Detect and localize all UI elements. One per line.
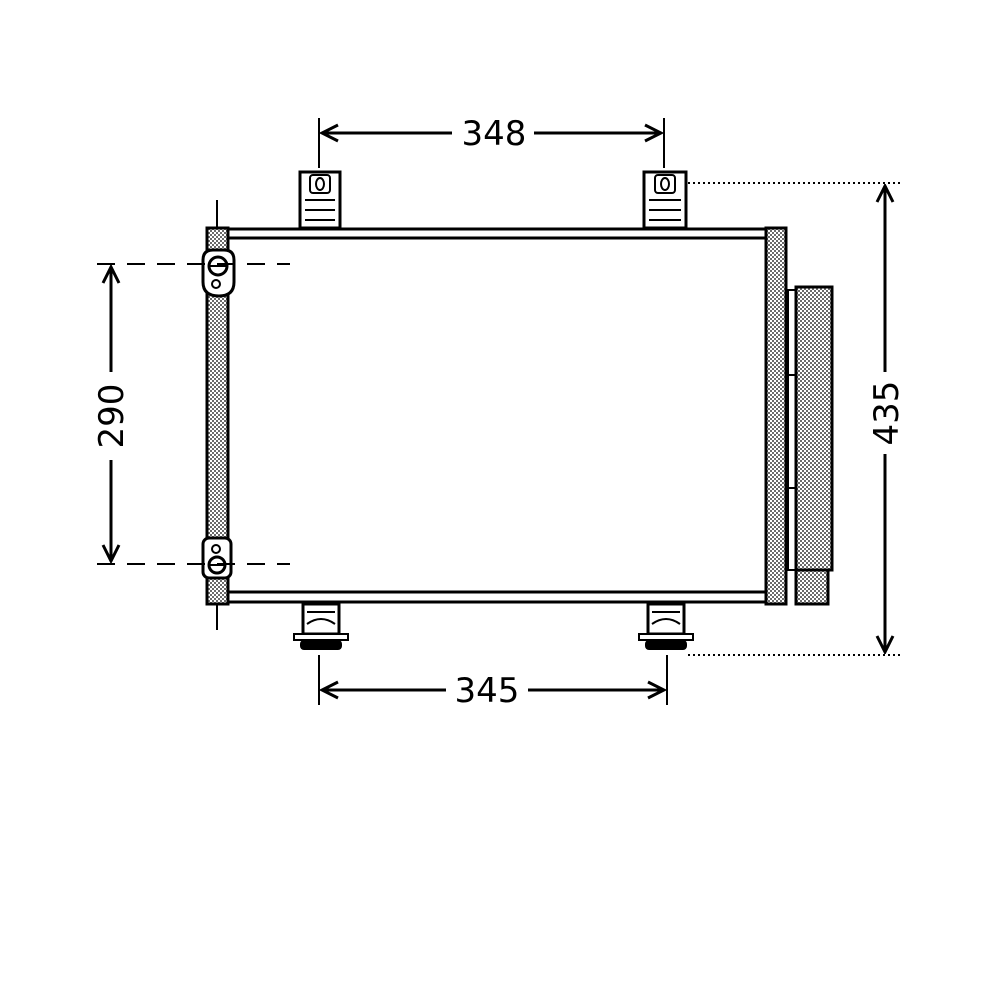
condenser-core (226, 227, 768, 604)
right-height-label: 435 (867, 381, 907, 446)
dimension-left-height: 290 (92, 263, 290, 565)
dimension-top-width: 348 (318, 114, 665, 168)
bottom-foot-right (638, 602, 694, 650)
dimension-right-height: 435 (688, 182, 907, 656)
right-header-tank (764, 226, 788, 606)
top-bracket-left (298, 170, 342, 230)
left-height-label: 290 (92, 384, 132, 449)
top-width-label: 348 (462, 114, 527, 154)
top-connection-flange (201, 248, 236, 298)
top-bracket-right (642, 170, 688, 230)
receiver-drier (786, 285, 834, 606)
bottom-width-label: 345 (455, 671, 520, 711)
bottom-foot-left (293, 602, 349, 650)
dimension-bottom-width: 345 (318, 655, 668, 711)
left-header-tank (205, 200, 230, 630)
bottom-connection-flange (201, 536, 233, 580)
